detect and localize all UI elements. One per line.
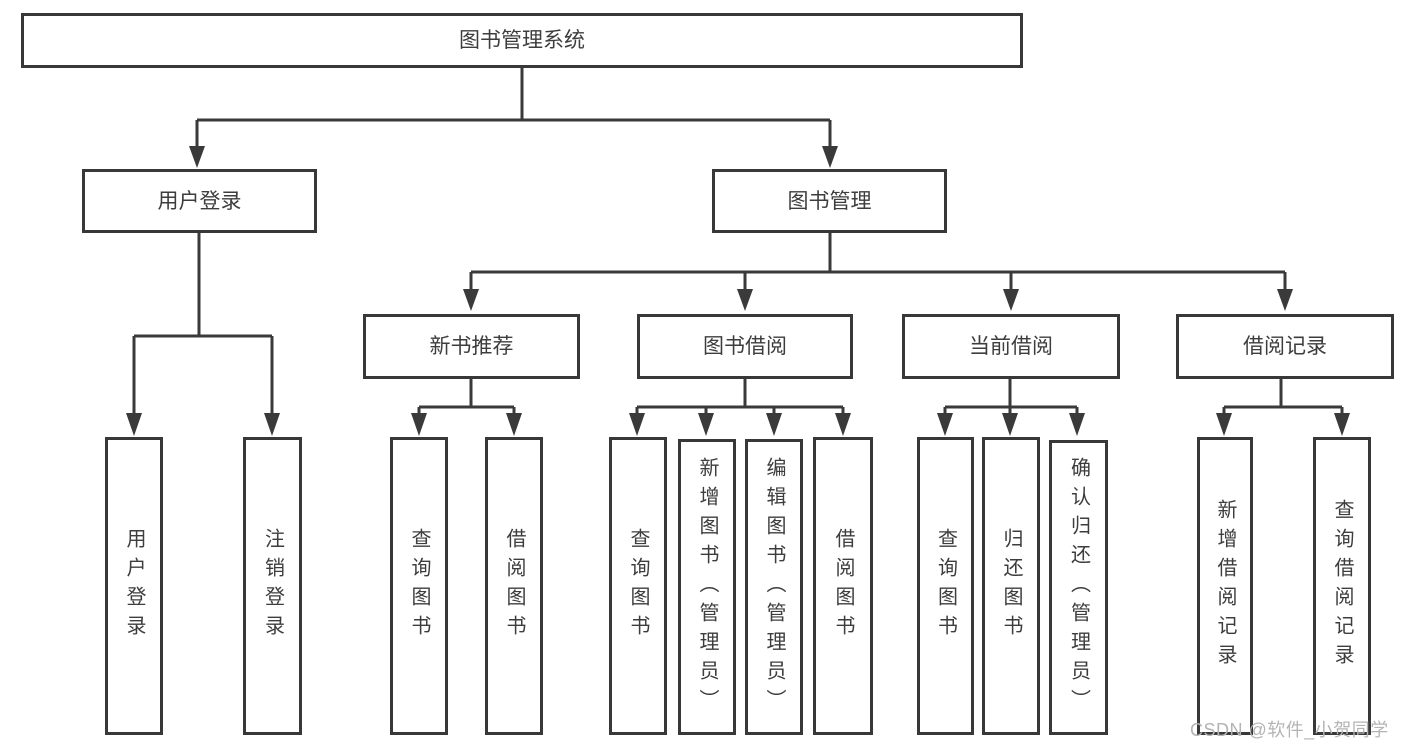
node-borrow-records: 借阅记录 xyxy=(1176,314,1394,379)
leaf-borrow-edit-book-label: 编辑图书（管理员） xyxy=(763,456,785,718)
leaf-user-login-label: 用户登录 xyxy=(123,528,145,644)
leaf-borrow-add-book-label: 新增图书（管理员） xyxy=(696,456,718,718)
leaf-logout: 注销登录 xyxy=(243,437,302,735)
leaf-borrow-add-book: 新增图书（管理员） xyxy=(678,439,736,735)
leaf-current-return-book-label: 归还图书 xyxy=(1000,528,1022,644)
leaf-borrow-query-book-label: 查询图书 xyxy=(627,528,649,644)
leaf-records-add-record: 新增借阅记录 xyxy=(1197,437,1253,735)
leaf-current-query-book: 查询图书 xyxy=(917,437,974,735)
arrowheads xyxy=(126,146,1350,436)
leaf-borrow-query-book: 查询图书 xyxy=(609,437,667,735)
leaf-records-query-record-label: 查询借阅记录 xyxy=(1331,499,1353,673)
node-user-login: 用户登录 xyxy=(82,169,317,233)
node-book-borrow: 图书借阅 xyxy=(637,314,853,379)
node-new-book-recommend: 新书推荐 xyxy=(363,314,580,379)
node-new-book-recommend-label: 新书推荐 xyxy=(429,335,514,358)
node-current-borrow: 当前借阅 xyxy=(902,314,1120,379)
leaf-borrow-borrow-book: 借阅图书 xyxy=(813,437,873,735)
node-book-management-label: 图书管理 xyxy=(787,189,872,213)
node-root-label: 图书管理系统 xyxy=(459,29,585,52)
node-user-login-label: 用户登录 xyxy=(157,189,242,213)
leaf-recommend-borrow-book: 借阅图书 xyxy=(485,437,543,735)
leaf-recommend-query-book: 查询图书 xyxy=(390,437,448,735)
leaf-records-query-record: 查询借阅记录 xyxy=(1313,437,1371,735)
node-book-management: 图书管理 xyxy=(712,169,947,233)
leaf-current-confirm-return: 确认归还（管理员） xyxy=(1049,440,1108,735)
node-root: 图书管理系统 xyxy=(21,13,1023,68)
node-borrow-records-label: 借阅记录 xyxy=(1243,335,1327,358)
leaf-recommend-query-book-label: 查询图书 xyxy=(408,528,430,644)
leaf-borrow-edit-book: 编辑图书（管理员） xyxy=(745,439,803,735)
leaf-current-query-book-label: 查询图书 xyxy=(934,528,957,644)
node-book-borrow-label: 图书借阅 xyxy=(703,335,787,358)
leaf-records-add-record-label: 新增借阅记录 xyxy=(1214,499,1236,673)
leaf-logout-label: 注销登录 xyxy=(261,528,284,644)
leaf-user-login: 用户登录 xyxy=(105,437,163,735)
leaf-current-confirm-return-label: 确认归还（管理员） xyxy=(1067,457,1090,718)
leaf-recommend-borrow-book-label: 借阅图书 xyxy=(503,528,525,644)
leaf-current-return-book: 归还图书 xyxy=(982,437,1040,735)
node-current-borrow-label: 当前借阅 xyxy=(969,335,1053,358)
leaf-borrow-borrow-book-label: 借阅图书 xyxy=(832,528,854,644)
watermark: CSDN @软件_小贺同学 xyxy=(1190,720,1389,740)
